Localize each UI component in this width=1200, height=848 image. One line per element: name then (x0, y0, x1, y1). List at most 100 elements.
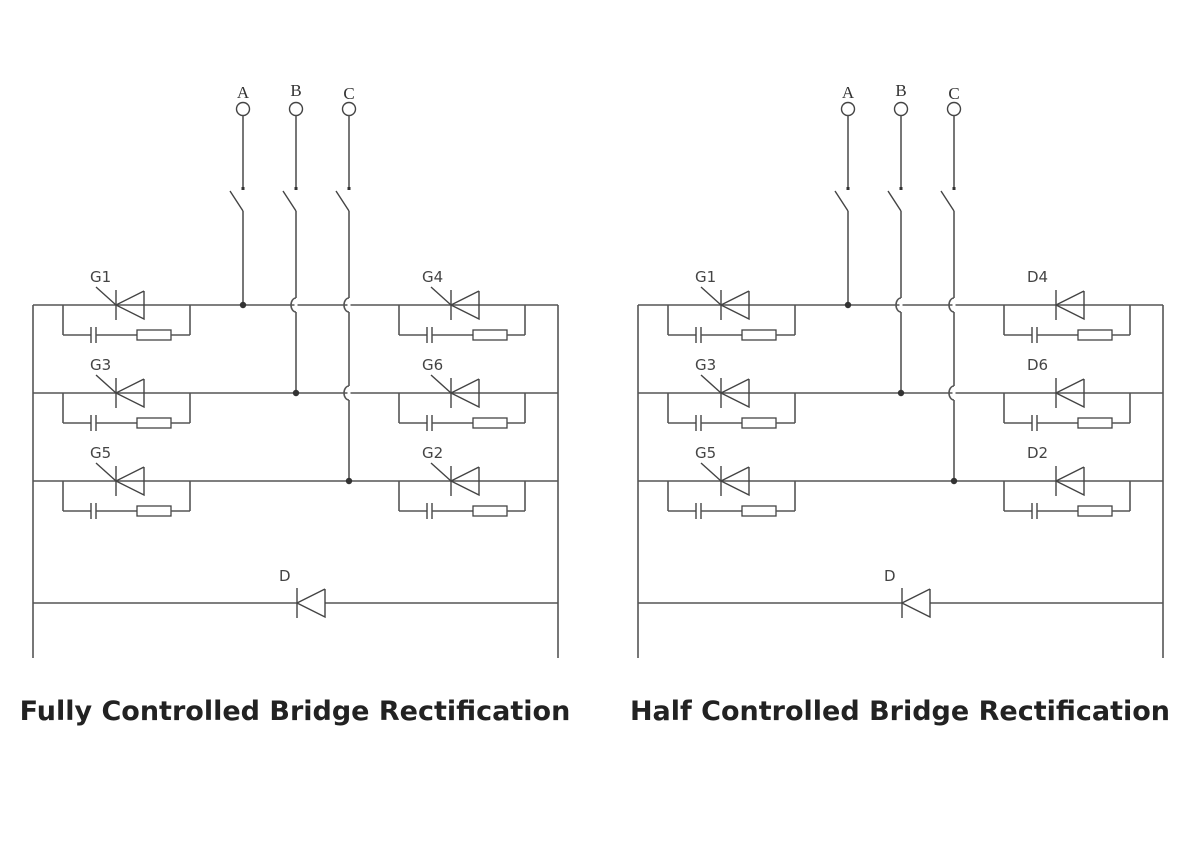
diagram-caption: Half Controlled Bridge Rectification (630, 696, 1170, 727)
rc-snubber (62, 481, 191, 519)
gate-lead (430, 374, 452, 394)
junction-dot (239, 301, 247, 309)
diode-triangle (1054, 466, 1085, 497)
diode-symbol (900, 588, 931, 619)
bus-row-2 (33, 385, 558, 401)
switch-contact (952, 187, 956, 190)
phase-label: C (343, 84, 354, 103)
terminal-circle (288, 101, 304, 117)
rc-snubber (667, 393, 796, 431)
resistor (741, 505, 777, 517)
diode-symbol (1054, 290, 1085, 321)
resistor (1077, 329, 1113, 341)
junction-dot (950, 477, 958, 485)
rc-snubber (1003, 305, 1131, 343)
bus-row-3 (33, 477, 558, 485)
thyristor-symbol (430, 374, 480, 409)
terminal-circle (840, 101, 856, 117)
wire-crossover (948, 297, 955, 313)
wire-crossover (895, 297, 902, 313)
wire-crossover (343, 297, 350, 313)
hop-mask (347, 298, 351, 312)
terminal-circle (946, 101, 962, 117)
resistor (472, 417, 508, 429)
switch-blade (335, 190, 350, 212)
thyristor-symbol (700, 462, 750, 497)
phase-input-c: C (940, 84, 962, 481)
wire-crossover (290, 297, 297, 313)
diode-triangle (719, 378, 750, 409)
phase-label: A (842, 83, 855, 102)
thyristor-symbol (430, 286, 480, 321)
device-label: G1 (90, 268, 111, 286)
right-device-g6: G6 (398, 356, 526, 431)
hop-mask (294, 298, 298, 312)
junction-dot (292, 389, 300, 397)
resistor (472, 505, 508, 517)
junction-dot (345, 477, 353, 485)
left-device-g1: G1 (62, 268, 191, 343)
gate-lead (430, 462, 452, 482)
phase-label: C (948, 84, 959, 103)
switch-contact (241, 187, 245, 190)
diode-triangle (295, 588, 326, 619)
switch-contact (846, 187, 850, 190)
right-device-g4: G4 (398, 268, 526, 343)
hop-mask (952, 386, 956, 400)
device-label: G5 (90, 444, 111, 462)
wire-crossover (948, 385, 955, 401)
rc-snubber (62, 393, 191, 431)
right-device-d6: D6 (1003, 356, 1131, 431)
resistor (1077, 505, 1113, 517)
junction-dot (897, 389, 905, 397)
switch-blade (834, 190, 849, 212)
phase-label: A (237, 83, 250, 102)
resistor (472, 329, 508, 341)
bus-row-2 (638, 385, 1163, 401)
device-label: G3 (695, 356, 716, 374)
thyristor-symbol (430, 462, 480, 497)
device-label: D2 (1027, 444, 1048, 462)
left-device-g5: G5 (667, 444, 796, 519)
diode-triangle (719, 466, 750, 497)
diode-triangle (900, 588, 931, 619)
rc-snubber (1003, 481, 1131, 519)
gate-lead (95, 286, 117, 306)
right-device-g2: G2 (398, 444, 526, 519)
resistor (136, 329, 172, 341)
device-label: G1 (695, 268, 716, 286)
rc-snubber (667, 305, 796, 343)
phase-label: B (895, 81, 906, 100)
device-label: D6 (1027, 356, 1048, 374)
gate-lead (700, 286, 722, 306)
junction-dot (844, 301, 852, 309)
freewheel-diode-label: D (279, 567, 291, 585)
phase-input-b: B (887, 81, 909, 393)
switch-blade (282, 190, 297, 212)
bus-row-1 (638, 297, 1163, 313)
switch-contact (347, 187, 351, 190)
diode-triangle (449, 290, 480, 321)
phase-input-b: B (282, 81, 304, 393)
diode-triangle (114, 466, 145, 497)
freewheel-diode: D (638, 567, 1163, 619)
device-label: G3 (90, 356, 111, 374)
device-label: G6 (422, 356, 443, 374)
thyristor-symbol (700, 286, 750, 321)
resistor (136, 417, 172, 429)
resistor (741, 417, 777, 429)
device-label: G5 (695, 444, 716, 462)
diode-mask (297, 601, 325, 605)
resistor (1077, 417, 1113, 429)
phase-label: B (290, 81, 301, 100)
diode-triangle (114, 378, 145, 409)
diode-triangle (449, 466, 480, 497)
rc-snubber (398, 305, 526, 343)
resistor (136, 505, 172, 517)
gate-lead (700, 374, 722, 394)
wire-crossover (343, 385, 350, 401)
hop-mask (347, 386, 351, 400)
phase-input-a: A (229, 83, 251, 305)
